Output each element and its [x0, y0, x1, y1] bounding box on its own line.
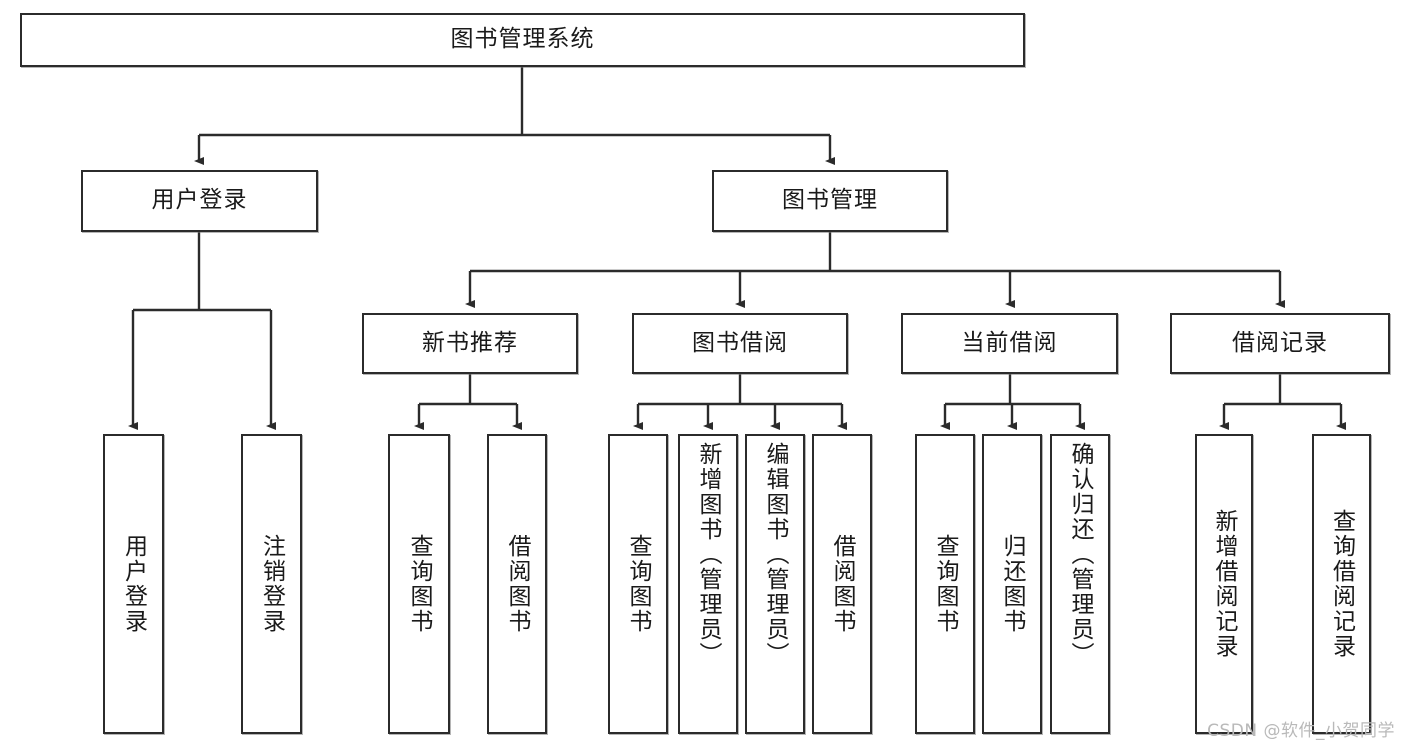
- leaf-query-borrow-record[interactable]: 查询借阅记录: [1312, 434, 1371, 734]
- leaf-add-book-admin-label: 新增图书（管理员）: [695, 442, 721, 667]
- watermark-text: CSDN @软件_小贺同学: [1207, 721, 1395, 741]
- leaf-borrow-book[interactable]: 借阅图书: [812, 434, 872, 734]
- leaf-edit-book-admin[interactable]: 编辑图书（管理员）: [745, 434, 805, 734]
- leaf-query-book-current[interactable]: 查询图书: [915, 434, 975, 734]
- leaf-user-login[interactable]: 用户登录: [103, 434, 164, 734]
- node-borrow-record[interactable]: 借阅记录: [1170, 313, 1390, 374]
- leaf-logout[interactable]: 注销登录: [241, 434, 302, 734]
- leaf-confirm-return-admin[interactable]: 确认归还（管理员）: [1050, 434, 1110, 734]
- leaf-query-book-borrow-label: 查询图书: [625, 534, 651, 634]
- node-book-borrow-label: 图书借阅: [692, 329, 788, 356]
- node-root-label: 图书管理系统: [450, 26, 595, 53]
- node-user-login-label: 用户登录: [151, 187, 248, 214]
- node-current-borrow[interactable]: 当前借阅: [901, 313, 1118, 374]
- node-borrow-record-label: 借阅记录: [1232, 329, 1328, 356]
- leaf-borrow-book-label: 借阅图书: [829, 534, 855, 634]
- leaf-return-book-label: 归还图书: [999, 534, 1025, 634]
- leaf-query-book-current-label: 查询图书: [932, 534, 958, 634]
- leaf-confirm-return-admin-label: 确认归还（管理员）: [1067, 442, 1093, 667]
- node-book-management-label: 图书管理: [782, 187, 878, 214]
- leaf-query-book-recommend[interactable]: 查询图书: [388, 434, 450, 734]
- leaf-user-login-label: 用户登录: [120, 534, 147, 634]
- node-book-management[interactable]: 图书管理: [712, 170, 948, 232]
- leaf-edit-book-admin-label: 编辑图书（管理员）: [762, 442, 788, 667]
- node-new-book-recommend-label: 新书推荐: [422, 329, 518, 356]
- leaf-borrow-book-recommend[interactable]: 借阅图书: [487, 434, 547, 734]
- node-book-borrow[interactable]: 图书借阅: [632, 313, 848, 374]
- leaf-query-book-borrow[interactable]: 查询图书: [608, 434, 668, 734]
- leaf-borrow-book-recommend-label: 借阅图书: [504, 534, 530, 634]
- node-root[interactable]: 图书管理系统: [20, 13, 1025, 67]
- leaf-query-borrow-record-label: 查询借阅记录: [1328, 509, 1355, 659]
- leaf-return-book[interactable]: 归还图书: [982, 434, 1042, 734]
- leaf-add-book-admin[interactable]: 新增图书（管理员）: [678, 434, 738, 734]
- leaf-add-borrow-record-label: 新增借阅记录: [1211, 509, 1237, 659]
- leaf-query-book-recommend-label: 查询图书: [406, 534, 432, 634]
- leaf-logout-label: 注销登录: [258, 534, 285, 634]
- node-new-book-recommend[interactable]: 新书推荐: [362, 313, 578, 374]
- node-current-borrow-label: 当前借阅: [961, 329, 1058, 356]
- node-user-login[interactable]: 用户登录: [81, 170, 318, 232]
- leaf-add-borrow-record[interactable]: 新增借阅记录: [1195, 434, 1253, 734]
